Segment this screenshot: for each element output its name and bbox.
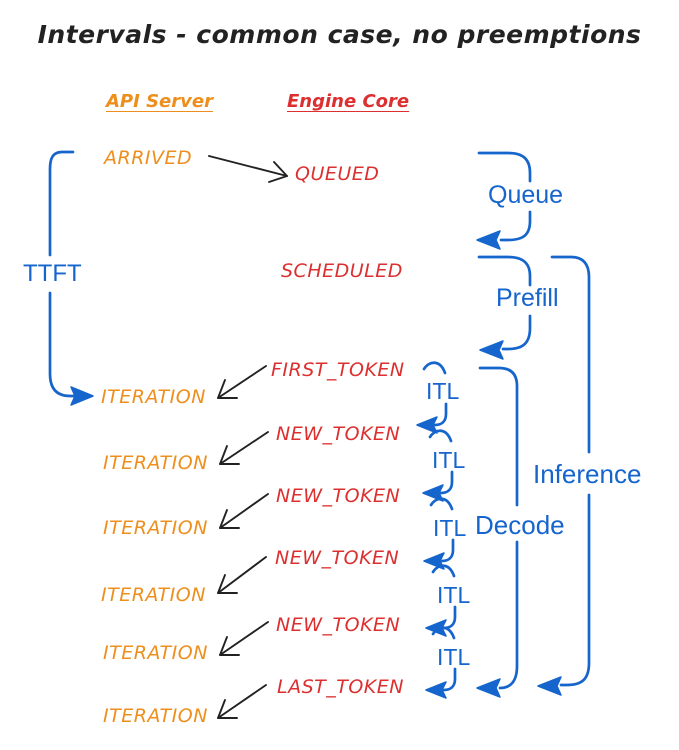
interval-label-inference: Inference bbox=[531, 459, 644, 489]
itl-unit-5 bbox=[425, 626, 457, 699]
decode-bracket bbox=[476, 366, 519, 698]
event-new-token-1: NEW_TOKEN bbox=[276, 423, 401, 445]
event-iteration-6: ITERATION bbox=[103, 705, 208, 727]
inference-bracket bbox=[537, 255, 591, 696]
event-iteration-1: ITERATION bbox=[101, 386, 206, 408]
interval-label-itl-3: ITL bbox=[433, 515, 467, 541]
ttft-bracket bbox=[48, 150, 94, 406]
event-new-token-3: NEW_TOKEN bbox=[275, 547, 400, 569]
interval-label-itl-5: ITL bbox=[437, 644, 471, 670]
event-first-token: FIRST_TOKEN bbox=[271, 359, 405, 381]
arrow-new-token4-to-iteration bbox=[219, 621, 269, 656]
interval-label-ttft: TTFT bbox=[21, 260, 84, 287]
queue-arrowhead bbox=[476, 230, 501, 250]
event-iteration-4: ITERATION bbox=[101, 584, 206, 606]
ttft-arrowhead bbox=[70, 386, 94, 406]
arrow-last-token-to-iteration bbox=[217, 684, 267, 719]
arrow-new-token2-to-iteration bbox=[219, 493, 269, 529]
event-last-token: LAST_TOKEN bbox=[277, 676, 404, 698]
itl-unit-1 bbox=[416, 361, 448, 434]
interval-label-queue: Queue bbox=[488, 181, 564, 209]
prefill-bracket bbox=[477, 255, 532, 360]
decode-arrowhead bbox=[476, 678, 501, 698]
interval-label-prefill: Prefill bbox=[496, 284, 559, 312]
itl-unit-3 bbox=[423, 497, 455, 570]
event-queued: QUEUED bbox=[295, 163, 380, 185]
inference-arrowhead bbox=[537, 676, 562, 696]
itl-unit-2 bbox=[422, 429, 454, 502]
arrow-new-token3-to-iteration bbox=[217, 556, 267, 594]
arrow-first-token-to-iteration bbox=[217, 365, 267, 399]
interval-label-itl-4: ITL bbox=[437, 582, 471, 608]
queue-bracket bbox=[476, 151, 532, 250]
event-iteration-2: ITERATION bbox=[103, 452, 208, 474]
event-iteration-3: ITERATION bbox=[103, 517, 208, 539]
interval-label-decode: Decode bbox=[473, 510, 567, 540]
event-new-token-4: NEW_TOKEN bbox=[276, 614, 401, 636]
column-header-api-server: API Server bbox=[106, 91, 213, 112]
arrow-arrived-to-queued bbox=[208, 155, 288, 183]
event-iteration-5: ITERATION bbox=[103, 642, 208, 664]
event-scheduled: SCHEDULED bbox=[281, 260, 403, 282]
column-header-engine-core: Engine Core bbox=[287, 91, 410, 112]
interval-label-itl-1: ITL bbox=[426, 378, 460, 404]
prefill-arrowhead bbox=[479, 340, 504, 360]
diagram-title: Intervals - common case, no preemptions bbox=[37, 20, 642, 49]
event-arrived: ARRIVED bbox=[104, 147, 193, 169]
arrow-new-token1-to-iteration bbox=[219, 431, 269, 465]
event-new-token-2: NEW_TOKEN bbox=[276, 485, 401, 507]
interval-label-itl-2: ITL bbox=[432, 447, 466, 473]
